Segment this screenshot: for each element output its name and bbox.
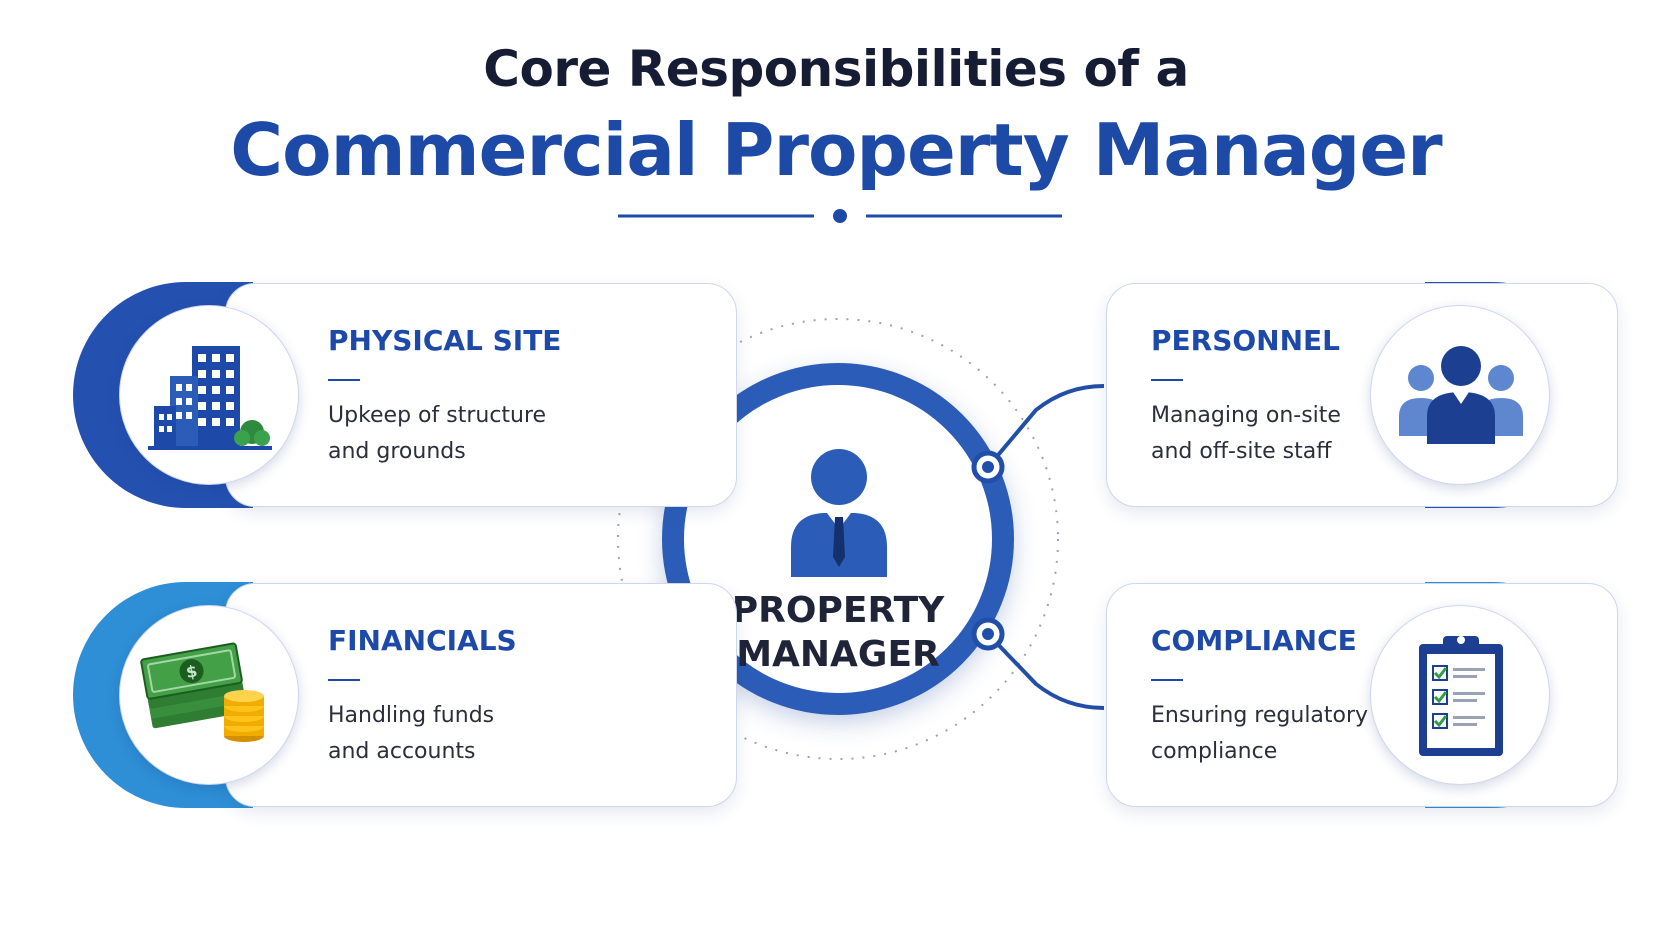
card-description-line-2: and accounts bbox=[328, 739, 476, 764]
card-rule bbox=[1151, 379, 1183, 381]
card-rule bbox=[328, 679, 360, 681]
card-title: COMPLIANCE bbox=[1151, 624, 1357, 657]
card-description-line-2: and grounds bbox=[328, 439, 466, 464]
title-divider bbox=[618, 209, 1062, 223]
hub-label-line-2: MANAGER bbox=[736, 634, 940, 675]
card-description-line-1: Handling funds bbox=[328, 703, 495, 728]
card-description: Handling funds and accounts bbox=[328, 698, 494, 770]
card-description: Managing on-site and off-site staff bbox=[1151, 398, 1341, 470]
card-description: Ensuring regulatory compliance bbox=[1151, 698, 1368, 770]
card-description-line-1: Ensuring regulatory bbox=[1151, 703, 1369, 728]
card-compliance: COMPLIANCE Ensuring regulatory complianc… bbox=[1106, 583, 1618, 807]
card-physical-site: PHYSICAL SITE Upkeep of structure and gr… bbox=[225, 283, 737, 507]
hub-label: PROPERTY MANAGER bbox=[684, 589, 992, 677]
title-line-2: Commercial Property Manager bbox=[230, 108, 1442, 192]
card-title: FINANCIALS bbox=[328, 624, 517, 657]
card-rule bbox=[1151, 679, 1183, 681]
card-description-line-2: compliance bbox=[1151, 739, 1278, 764]
card-title: PHYSICAL SITE bbox=[328, 324, 562, 357]
card-description-line-2: and off-site staff bbox=[1151, 439, 1332, 464]
card-personnel: PERSONNEL Managing on-site and off-site … bbox=[1106, 283, 1618, 507]
title-line-1: Core Responsibilities of a bbox=[483, 40, 1189, 98]
card-description-line-1: Upkeep of structure bbox=[328, 403, 547, 428]
hub-label-line-1: PROPERTY bbox=[731, 590, 945, 631]
card-financials: FINANCIALS Handling funds and accounts bbox=[225, 583, 737, 807]
card-title: PERSONNEL bbox=[1151, 324, 1341, 357]
card-rule bbox=[328, 379, 360, 381]
card-description: Upkeep of structure and grounds bbox=[328, 398, 546, 470]
manager-icon bbox=[791, 449, 887, 577]
card-description-line-1: Managing on-site bbox=[1151, 403, 1341, 428]
